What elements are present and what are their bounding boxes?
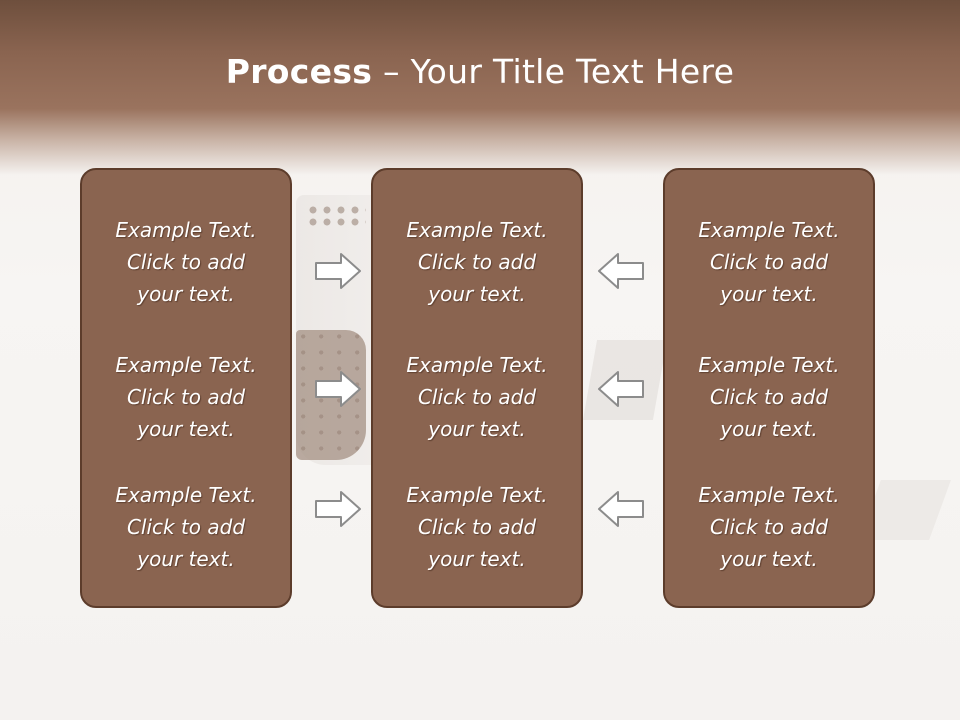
background-beans-top-image — [306, 204, 366, 230]
panel-right[interactable]: Example Text. Click to add your text. Ex… — [663, 168, 875, 608]
left-arrow-icon — [596, 369, 646, 409]
panel-text[interactable]: Example Text. Click to add your text. — [115, 218, 257, 306]
panel-text[interactable]: Example Text. Click to add your text. — [698, 218, 840, 306]
left-arrow-icon — [596, 489, 646, 529]
header-band — [0, 0, 960, 175]
panel-left[interactable]: Example Text. Click to add your text. Ex… — [80, 168, 292, 608]
panel-text[interactable]: Example Text. Click to add your text. — [406, 218, 548, 306]
right-arrow-icon — [313, 489, 363, 529]
panel-text[interactable]: Example Text. Click to add your text. — [406, 353, 548, 441]
title-bold: Process — [225, 52, 373, 91]
right-arrow-icon — [313, 251, 363, 291]
title-rest: – Your Title Text Here — [372, 52, 735, 91]
panel-text[interactable]: Example Text. Click to add your text. — [698, 353, 840, 441]
panel-text[interactable]: Example Text. Click to add your text. — [115, 353, 257, 441]
left-arrow-icon — [596, 251, 646, 291]
slide-title[interactable]: Process – Your Title Text Here — [0, 52, 960, 91]
panel-center[interactable]: Example Text. Click to add your text. Ex… — [371, 168, 583, 608]
panel-text[interactable]: Example Text. Click to add your text. — [406, 483, 548, 571]
right-arrow-icon — [313, 369, 363, 409]
panel-text[interactable]: Example Text. Click to add your text. — [698, 483, 840, 571]
panel-text[interactable]: Example Text. Click to add your text. — [115, 483, 257, 571]
